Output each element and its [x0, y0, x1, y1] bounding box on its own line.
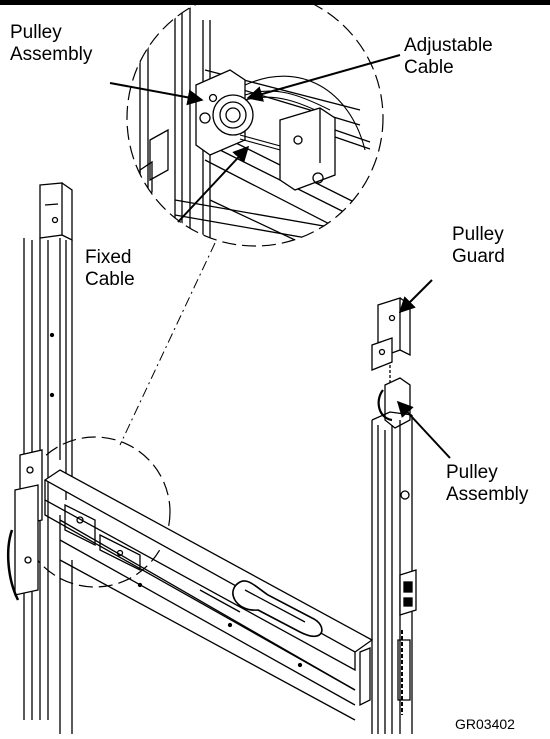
label-line: Fixed [85, 247, 132, 268]
label-pulley-assembly-right: Pulley Assembly [446, 462, 528, 506]
label-line: Assembly [446, 484, 529, 505]
leader-arrows [109, 54, 451, 459]
right-column [359, 297, 417, 734]
detail-connector-left [137, 234, 187, 340]
label-line: Pulley [446, 462, 498, 483]
label-line: Cable [404, 57, 454, 78]
arrow-fixed-cable [177, 145, 250, 223]
detail-view [126, 0, 384, 247]
label-line: Adjustable [404, 35, 493, 56]
arrow-pulley-assembly-right [396, 400, 451, 459]
label-pulley-assembly-top: Pulley Assembly [10, 22, 92, 66]
label-line: Cable [85, 269, 135, 290]
detail-connector-right [119, 242, 216, 446]
label-adjustable-cable: Adjustable Cable [404, 35, 493, 79]
top-border [0, 0, 550, 5]
arrow-pulley-guard [398, 279, 433, 314]
left-column [6, 182, 73, 720]
label-line: Assembly [10, 44, 93, 65]
arrow-adjustable-cable [246, 54, 401, 102]
detail-reference-circle [19, 436, 171, 588]
platform [43, 469, 374, 734]
arrow-pulley-assembly-top [109, 82, 204, 106]
label-pulley-guard: Pulley Guard [452, 224, 505, 268]
label-fixed-cable: Fixed Cable [85, 247, 135, 291]
label-line: Pulley [10, 22, 62, 43]
label-line: Guard [452, 246, 505, 267]
label-line: Pulley [452, 224, 504, 245]
figure-id: GR03402 [455, 716, 515, 732]
